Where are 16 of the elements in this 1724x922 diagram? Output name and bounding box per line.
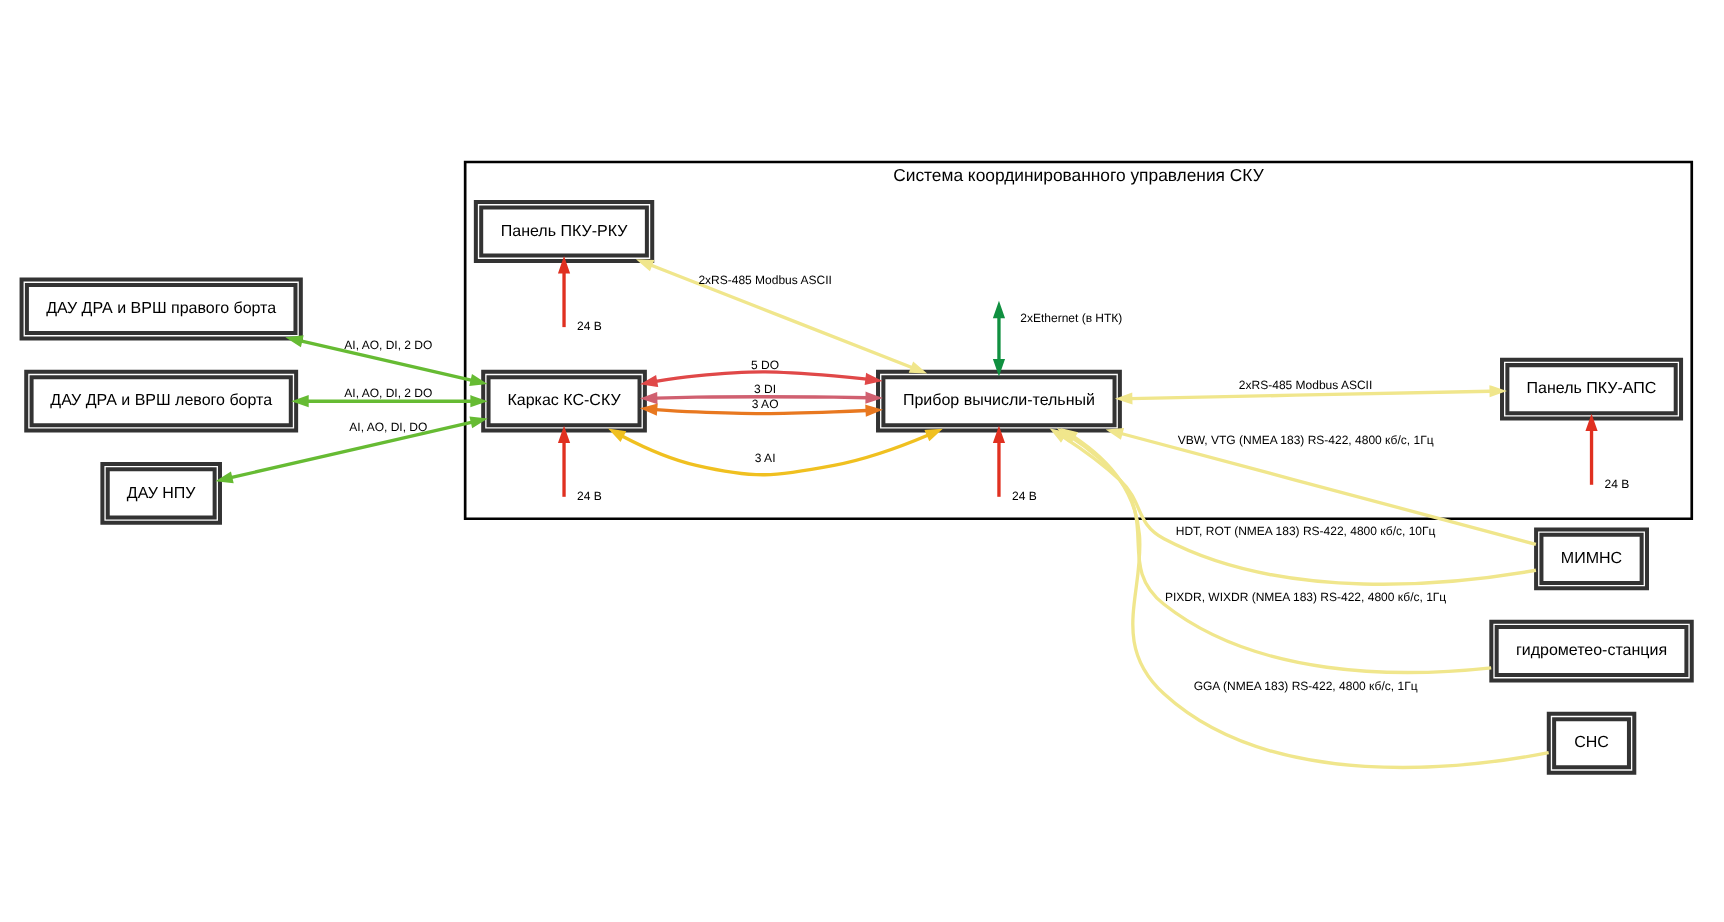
- arrow: [639, 390, 883, 404]
- arrow: [992, 299, 1006, 376]
- arrow: [1114, 384, 1507, 404]
- arrow: [557, 254, 571, 327]
- arrow: [285, 334, 488, 385]
- arrow: [1585, 412, 1598, 484]
- arrow: [1060, 427, 1549, 769]
- arrow: [215, 415, 488, 483]
- arrow: [291, 394, 488, 407]
- arrow: [608, 427, 943, 476]
- arrow: [1105, 427, 1537, 545]
- arrow: [635, 258, 928, 373]
- arrow: [639, 402, 883, 416]
- arrow: [557, 424, 571, 496]
- arrow: [992, 424, 1006, 496]
- arrow: [640, 369, 883, 387]
